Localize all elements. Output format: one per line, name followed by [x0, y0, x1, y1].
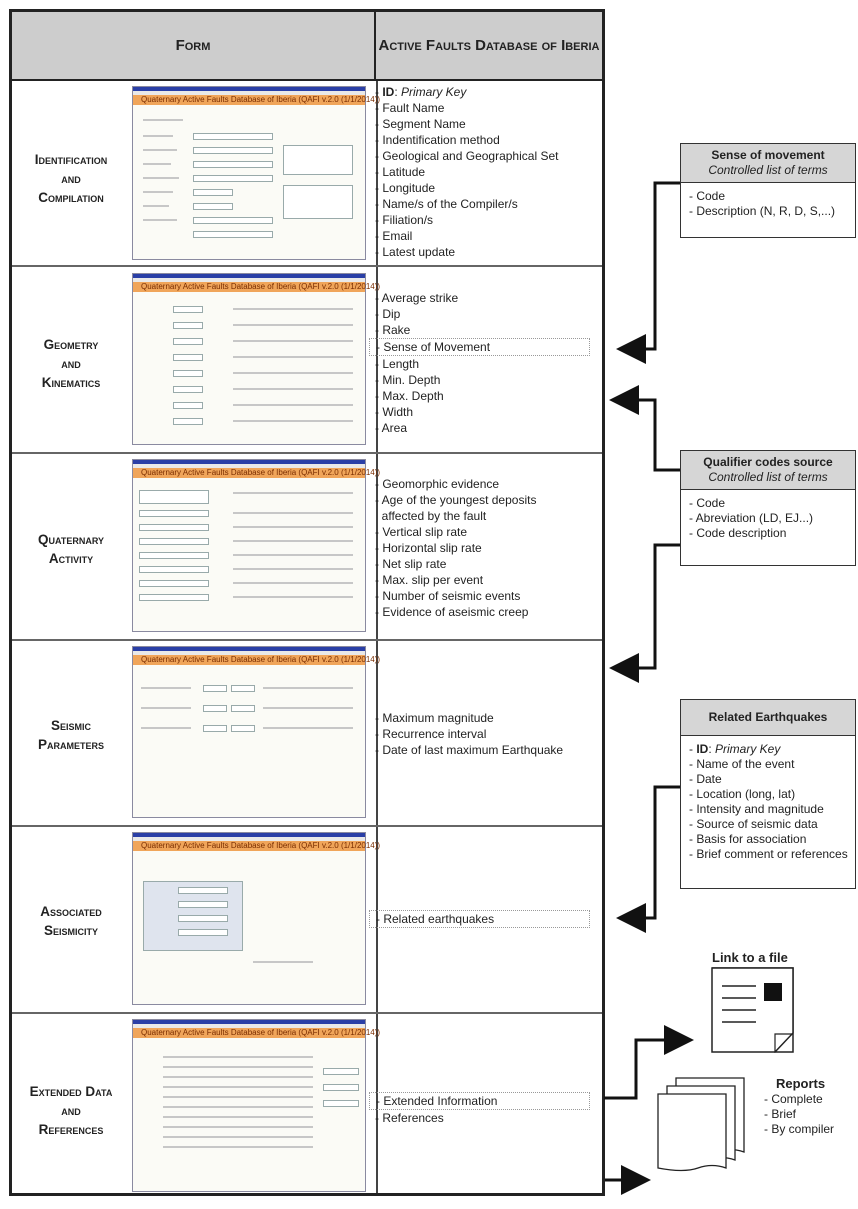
list-item: - Maximum magnitude [375, 711, 494, 725]
row-divider [12, 452, 602, 454]
list-item: - Date of last maximum Earthquake [375, 743, 564, 757]
row-divider [12, 265, 602, 267]
list-item: - References [375, 1111, 444, 1125]
form-screenshot-seismic: Quaternary Active Faults Database of Ibe… [132, 646, 380, 818]
list-item: - Rake [375, 323, 411, 337]
list-item: - Latitude [375, 165, 426, 179]
form-screenshot-geometry: Quaternary Active Faults Database of Ibe… [132, 273, 380, 445]
list-item: - Filiation/s [375, 213, 434, 227]
list-item: - Max. slip per event [375, 573, 484, 587]
list-item: - ID: Primary Key [375, 85, 467, 99]
qualifier-connector-geometry [609, 385, 680, 472]
list-item-highlighted: - Related earthquakes [369, 910, 590, 928]
list-item: - Vertical slip rate [375, 525, 468, 539]
list-item-highlighted: - Extended Information [369, 1092, 590, 1110]
reports-list: - Complete - Brief - By compiler [764, 1092, 835, 1136]
list-item-highlighted: - Sense of Movement [369, 338, 590, 356]
list-item: - Width [375, 405, 414, 419]
form-column-header: Form [12, 12, 376, 81]
list-item: - Email [375, 229, 413, 243]
fields-identification: - ID: Primary Key - Fault Name - Segment… [375, 84, 590, 260]
list-item: - Longitude [375, 181, 436, 195]
list-item: - Fault Name [375, 101, 445, 115]
list-item: - Area [375, 421, 408, 435]
qualifier-codes-box: Qualifier codes source Controlled list o… [680, 450, 856, 566]
fields-associated: - Related earthquakes [369, 910, 590, 928]
list-item: - Age of the youngest deposits [375, 493, 537, 507]
row-divider [12, 1012, 602, 1014]
form-screenshot-associated: Quaternary Active Faults Database of Ibe… [132, 832, 380, 1005]
list-item: - Number of seismic events [375, 589, 521, 603]
row-divider [12, 825, 602, 827]
qualifier-connector-seismic [609, 543, 680, 683]
related-earthquakes-header: Related Earthquakes [681, 700, 855, 736]
sense-of-movement-box: Sense of movement Controlled list of ter… [680, 143, 856, 238]
link-connector [604, 1025, 694, 1100]
link-to-file-label: Link to a file [712, 950, 788, 965]
list-item: affected by the fault [381, 509, 487, 523]
form-screenshot-extended: Quaternary Active Faults Database of Ibe… [132, 1019, 380, 1192]
earthquakes-connector [616, 785, 680, 933]
list-item: - Min. Depth [375, 373, 441, 387]
form-database-table: Form Active Faults Database of Iberia Id… [9, 9, 605, 1196]
reports-label: Reports [776, 1076, 826, 1091]
list-item: - Indentification method [375, 133, 500, 147]
related-earthquakes-box: Related Earthquakes - ID: Primary Key - … [680, 699, 856, 889]
list-item: - Geomorphic evidence [375, 477, 500, 491]
form-screenshot-quaternary: Quaternary Active Faults Database of Ibe… [132, 459, 380, 632]
sense-connector [616, 181, 680, 364]
list-item: - Max. Depth [375, 389, 444, 403]
list-item: - Dip [375, 307, 401, 321]
fields-quaternary: - Geomorphic evidence - Age of the young… [375, 476, 590, 620]
list-item: - Geological and Geographical Set [375, 149, 559, 163]
form-screenshot-identification: Quaternary Active Faults Database of Ibe… [132, 86, 380, 260]
list-item: - Name/s of the Compiler/s [375, 197, 518, 211]
list-item: - Length [375, 357, 420, 371]
file-icon [711, 967, 794, 1053]
list-item: - Recurrence interval [375, 727, 487, 741]
fields-geometry: - Average strike - Dip - Rake - Sense of… [369, 290, 590, 436]
reports-stack-icon [657, 1077, 745, 1172]
list-item: - Evidence of aseismic creep [375, 605, 529, 619]
row-divider [12, 639, 602, 641]
list-item: - Net slip rate [375, 557, 447, 571]
list-item: - Average strike [375, 291, 459, 305]
fields-extended: - Extended Information - References [369, 1092, 590, 1126]
column-divider [376, 81, 378, 1193]
list-item: - Horizontal slip rate [375, 541, 482, 555]
list-item: - Segment Name [375, 117, 466, 131]
list-item: - Latest update [375, 245, 456, 259]
fields-seismic: - Maximum magnitude - Recurrence interva… [375, 710, 590, 758]
sense-of-movement-header: Sense of movement Controlled list of ter… [681, 144, 855, 183]
qualifier-codes-header: Qualifier codes source Controlled list o… [681, 451, 855, 490]
database-column-header: Active Faults Database of Iberia [376, 12, 602, 81]
